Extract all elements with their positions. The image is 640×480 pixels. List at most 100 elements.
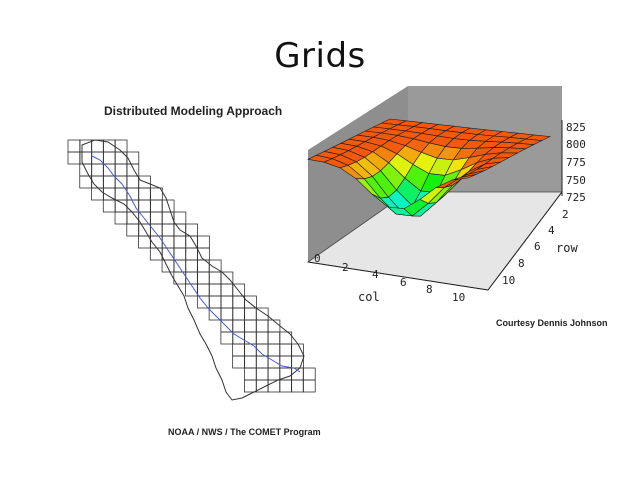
grid-cell	[196, 247, 210, 261]
grid-cell	[255, 367, 269, 381]
grid-cell	[185, 247, 199, 261]
left-figure-title: Distributed Modeling Approach	[104, 104, 283, 118]
grid-cell	[302, 367, 316, 381]
grid-cell	[220, 331, 234, 345]
x-tick-label: 4	[372, 268, 379, 281]
y-tick-label: 2	[562, 208, 569, 221]
grid-cell	[255, 331, 269, 345]
grid-cells	[67, 139, 316, 393]
z-tick-label: 750	[566, 174, 586, 187]
grid-cell	[267, 331, 281, 345]
z-tick-label: 825	[566, 121, 586, 134]
grid-cell	[279, 379, 293, 393]
surface-mesh	[307, 118, 552, 217]
grid-cell	[102, 175, 116, 189]
grid-cell	[220, 271, 234, 285]
grid-cell	[255, 355, 269, 369]
grid-cell	[232, 343, 246, 357]
grid-cell	[220, 307, 234, 321]
grid-cell	[114, 175, 128, 189]
grid-cell	[208, 295, 222, 309]
z-tick-label: 725	[566, 191, 586, 204]
grid-cell	[220, 295, 234, 309]
watershed-grid-figure	[67, 139, 316, 401]
grid-cell	[220, 319, 234, 333]
grid-cell	[67, 139, 81, 153]
grid-cell	[91, 187, 104, 201]
grid-cell	[243, 307, 257, 321]
grid-cell	[232, 319, 246, 333]
grid-cell	[243, 343, 257, 357]
grid-cell	[173, 235, 187, 249]
surface-facet	[451, 174, 477, 181]
grid-cell	[208, 271, 222, 285]
z-tick-label: 775	[566, 156, 586, 169]
grid-cell	[208, 283, 222, 297]
grid-cell	[114, 199, 128, 213]
y-tick-label: 10	[502, 274, 515, 287]
x-tick-label: 8	[426, 283, 433, 296]
slide-title: Grids	[274, 36, 366, 76]
x-axis-label: col	[358, 290, 380, 304]
grid-cell	[161, 259, 175, 273]
basin-outline	[81, 139, 305, 401]
grid-cell	[173, 211, 187, 225]
grid-cell	[126, 175, 140, 189]
y-axis-line	[487, 191, 563, 291]
grid-cell	[267, 319, 281, 333]
grid-cell	[267, 355, 281, 369]
grid-cell	[255, 319, 269, 333]
grid-cell	[114, 139, 128, 153]
x-tick-label: 6	[400, 276, 407, 289]
grid-cell	[279, 343, 293, 357]
grid-cell	[138, 235, 151, 249]
grid-cell	[91, 139, 104, 153]
grid-cell	[126, 151, 140, 165]
grid-cell	[114, 211, 128, 225]
x-tick-label: 2	[342, 261, 349, 274]
grid-cell	[67, 151, 81, 165]
grid-cell	[243, 367, 257, 381]
grid-cell	[91, 163, 104, 177]
grid-cell	[232, 295, 246, 309]
grid-cell	[114, 151, 128, 165]
grid-cell	[149, 211, 163, 225]
y-axis-label: row	[556, 241, 578, 255]
grid-cell	[149, 199, 163, 213]
grid-cell	[102, 199, 116, 213]
x-tick-label: 10	[452, 291, 465, 304]
grid-cell	[138, 199, 151, 213]
grid-cell	[196, 235, 210, 249]
grid-cell	[291, 379, 304, 393]
grid-cell	[243, 379, 257, 393]
grid-cell	[161, 235, 175, 249]
grid-cell	[243, 355, 257, 369]
left-figure-credit: NOAA / NWS / The COMET Program	[168, 427, 321, 437]
grid-cell	[196, 259, 210, 273]
grid-cell	[267, 343, 281, 357]
y-tick-label: 4	[548, 224, 555, 237]
grid-cell	[114, 187, 128, 201]
grid-cell	[243, 331, 257, 345]
grid-cell	[161, 199, 175, 213]
grid-cell	[243, 319, 257, 333]
grid-cell	[279, 367, 293, 381]
x-tick-label: 0	[314, 252, 321, 265]
grid-cell	[232, 307, 246, 321]
river-line	[91, 155, 301, 373]
surface-plot: 725 750 775 800 825 0 2 4 6 8 10 col 2 4…	[306, 86, 586, 304]
grid-cell	[208, 307, 222, 321]
grid-cell	[126, 223, 140, 237]
grid-cell	[102, 151, 116, 165]
y-tick-label: 6	[534, 240, 541, 253]
grid-cell	[267, 367, 281, 381]
grid-cell	[196, 283, 210, 297]
x-axis-line	[307, 261, 489, 291]
grid-cell	[243, 295, 257, 309]
grid-cell	[291, 343, 304, 357]
grid-cell	[114, 163, 128, 177]
grid-cell	[185, 259, 199, 273]
right-figure-credit: Courtesy Dennis Johnson	[496, 318, 608, 328]
